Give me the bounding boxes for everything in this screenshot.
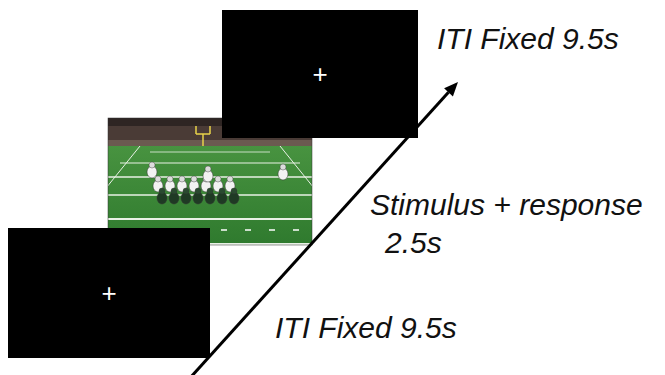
player [217, 188, 227, 204]
timing-label: ITI Fixed 9.5s [275, 311, 457, 346]
player [278, 164, 288, 180]
hash-mark [269, 229, 275, 231]
player [169, 188, 179, 204]
hash-mark [221, 229, 227, 231]
players [147, 162, 288, 204]
yard-line [120, 162, 300, 163]
side-line [280, 146, 312, 245]
player [193, 188, 203, 204]
fixation-cross: + [101, 280, 116, 306]
player [203, 166, 213, 182]
blank-screen: + [222, 10, 418, 138]
yard-line [108, 218, 312, 220]
yard-line [150, 152, 270, 153]
stadium-wall [108, 140, 312, 146]
goal-post [196, 126, 210, 146]
timing-label: 2.5s [385, 226, 442, 261]
hash-mark [293, 229, 299, 231]
player [205, 188, 215, 204]
player [229, 188, 239, 204]
arrow-head [444, 82, 458, 96]
player [181, 188, 191, 204]
player [157, 188, 167, 204]
timing-label: ITI Fixed 9.5s [437, 22, 619, 57]
player [147, 162, 157, 178]
fixation-cross: + [312, 61, 327, 87]
blank-screen: + [8, 228, 210, 358]
timing-label: Stimulus + response [370, 188, 643, 223]
hash-mark [245, 229, 251, 231]
